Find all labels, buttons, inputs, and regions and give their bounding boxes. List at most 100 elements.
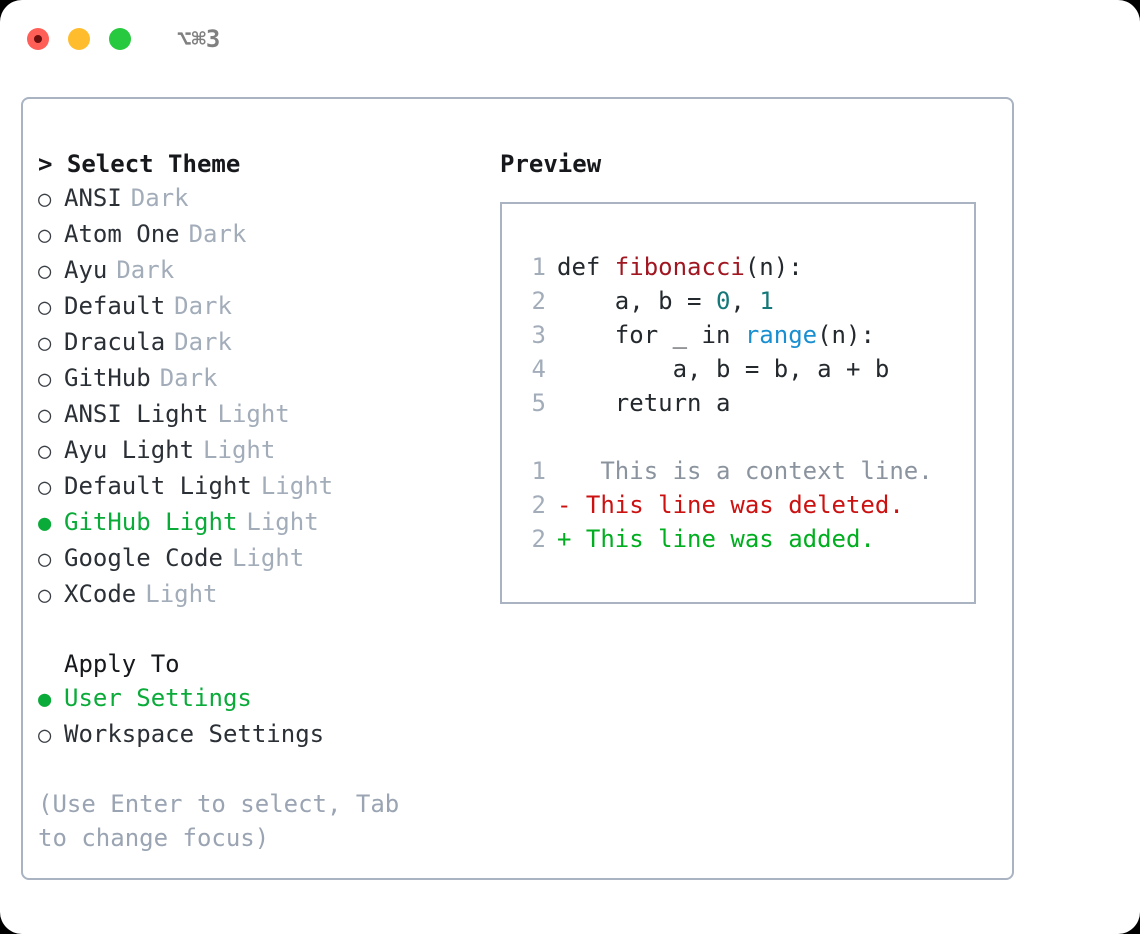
- theme-variant-badge: Dark: [174, 292, 232, 320]
- radio-unselected-icon: ○: [38, 187, 52, 212]
- code-line-content: for _ in range(n):: [557, 318, 875, 352]
- preview-title: Preview: [500, 150, 602, 178]
- apply-to-list[interactable]: ● User Settings ○Workspace Settings: [38, 681, 488, 753]
- section-spacer: [38, 613, 488, 647]
- code-token-plain: return a: [557, 389, 731, 417]
- diff-line-content: + This line was added.: [557, 525, 875, 553]
- radio-unselected-icon: ○: [38, 475, 52, 500]
- radio-unselected-icon: ○: [38, 723, 52, 748]
- code-line-content: return a: [557, 386, 731, 420]
- line-number: 4: [531, 355, 546, 383]
- minimize-button[interactable]: [68, 28, 90, 50]
- apply-to-option-label: User Settings: [64, 684, 252, 712]
- code-line-content: def fibonacci(n):: [557, 250, 803, 284]
- code-token-plain: a, b = b, a + b: [557, 355, 890, 383]
- theme-option-google-code[interactable]: ○ Google Code Light: [38, 541, 488, 577]
- code-token-plain: ,: [730, 287, 760, 315]
- radio-selected-icon: ●: [38, 687, 52, 712]
- line-number: 3: [531, 321, 546, 349]
- line-number: 5: [531, 389, 546, 417]
- maximize-button[interactable]: [109, 28, 131, 50]
- code-token-num: 1: [759, 287, 774, 315]
- theme-option-label: GitHub: [64, 364, 151, 392]
- theme-option-label: Default Light: [64, 472, 252, 500]
- apply-to-option-user-settings[interactable]: ● User Settings: [38, 681, 488, 717]
- code-token-num: 0: [715, 287, 731, 315]
- theme-option-label: XCode: [64, 580, 137, 608]
- theme-option-ansi[interactable]: ○ ANSI Dark: [38, 181, 488, 217]
- theme-variant-badge: Dark: [159, 364, 218, 392]
- theme-option-label: Dracula: [64, 328, 166, 356]
- theme-variant-badge: Dark: [188, 220, 247, 248]
- line-number: 1: [531, 253, 546, 281]
- theme-option-label: GitHub Light: [64, 508, 238, 536]
- theme-option-label: Default: [64, 292, 166, 320]
- code-line: 2 a, b = 0, 1: [522, 284, 974, 318]
- radio-unselected-icon: ○: [38, 583, 52, 608]
- apply-to-option-workspace-settings[interactable]: ○Workspace Settings: [38, 717, 488, 753]
- code-token-plain: for _ in: [557, 321, 745, 349]
- radio-unselected-icon: ○: [38, 547, 52, 572]
- diff-line-ctx: 1 This is a context line.: [522, 454, 974, 488]
- theme-option-label: ANSI Light: [64, 400, 209, 428]
- radio-unselected-icon: ○: [38, 259, 52, 284]
- theme-variant-badge: Light: [260, 472, 334, 500]
- page-title: > Select Theme: [38, 150, 241, 178]
- radio-unselected-icon: ○: [38, 403, 52, 428]
- theme-option-label: Atom One: [64, 220, 180, 248]
- theme-option-ansi-light[interactable]: ○ ANSI Light Light: [38, 397, 488, 433]
- code-token-plain: (n):: [744, 253, 803, 281]
- code-line: 5 return a: [522, 386, 974, 420]
- line-number: 2: [531, 491, 546, 519]
- diff-line-add: 2+ This line was added.: [522, 522, 974, 556]
- apply-to-heading: Apply To: [64, 650, 180, 678]
- line-number: 1: [531, 457, 546, 485]
- radio-unselected-icon: ○: [38, 331, 52, 356]
- line-number: 2: [531, 287, 546, 315]
- diff-line-content: This is a context line.: [557, 457, 933, 485]
- code-token-plain: def: [557, 253, 615, 281]
- diff-spacer: [522, 420, 974, 454]
- theme-variant-badge: Light: [231, 544, 305, 572]
- code-token-fn: fibonacci: [614, 253, 745, 281]
- theme-variant-badge: Light: [203, 436, 276, 464]
- code-token-bi: range: [744, 321, 818, 349]
- close-button[interactable]: [27, 28, 49, 50]
- theme-option-ayu[interactable]: ○ Ayu Dark: [38, 253, 488, 289]
- radio-selected-icon: ●: [38, 511, 52, 536]
- code-line: 3 for _ in range(n):: [522, 318, 974, 352]
- code-token-plain: a, b =: [557, 287, 716, 315]
- theme-option-atom-one[interactable]: ○ Atom One Dark: [38, 217, 488, 253]
- diff-line-del: 2 - This line was deleted.: [522, 488, 974, 522]
- theme-variant-badge: Dark: [116, 256, 175, 284]
- theme-option-ayu-light[interactable]: ○ Ayu Light Light: [38, 433, 488, 469]
- theme-variant-badge: Light: [217, 400, 290, 428]
- keyboard-shortcut-label: ⌥⌘3: [177, 25, 221, 53]
- diff-line-content: - This line was deleted.: [557, 491, 904, 519]
- radio-unselected-icon: ○: [38, 367, 52, 392]
- theme-option-github[interactable]: ○ GitHub Dark: [38, 361, 488, 397]
- theme-option-label: Google Code: [64, 544, 223, 572]
- code-line-content: a, b = b, a + b: [557, 352, 890, 386]
- radio-unselected-icon: ○: [38, 439, 52, 464]
- code-line-content: a, b = 0, 1: [557, 284, 774, 318]
- theme-option-label: ANSI: [64, 184, 122, 212]
- theme-option-label: Ayu Light: [64, 436, 195, 464]
- keyboard-hint: (Use Enter to select, Tab to change focu…: [38, 790, 414, 852]
- code-token-plain: (n):: [817, 321, 875, 349]
- theme-option-default-light[interactable]: ○ Default Light Light: [38, 469, 488, 505]
- theme-variant-badge: Light: [246, 508, 319, 536]
- radio-unselected-icon: ○: [38, 223, 52, 248]
- theme-variant-badge: Dark: [130, 184, 189, 212]
- theme-option-label: Ayu: [64, 256, 108, 284]
- diff-sample: 1 This is a context line. 2 - This line wa…: [522, 454, 974, 556]
- theme-option-github-light[interactable]: ● GitHub Light Light: [38, 505, 488, 541]
